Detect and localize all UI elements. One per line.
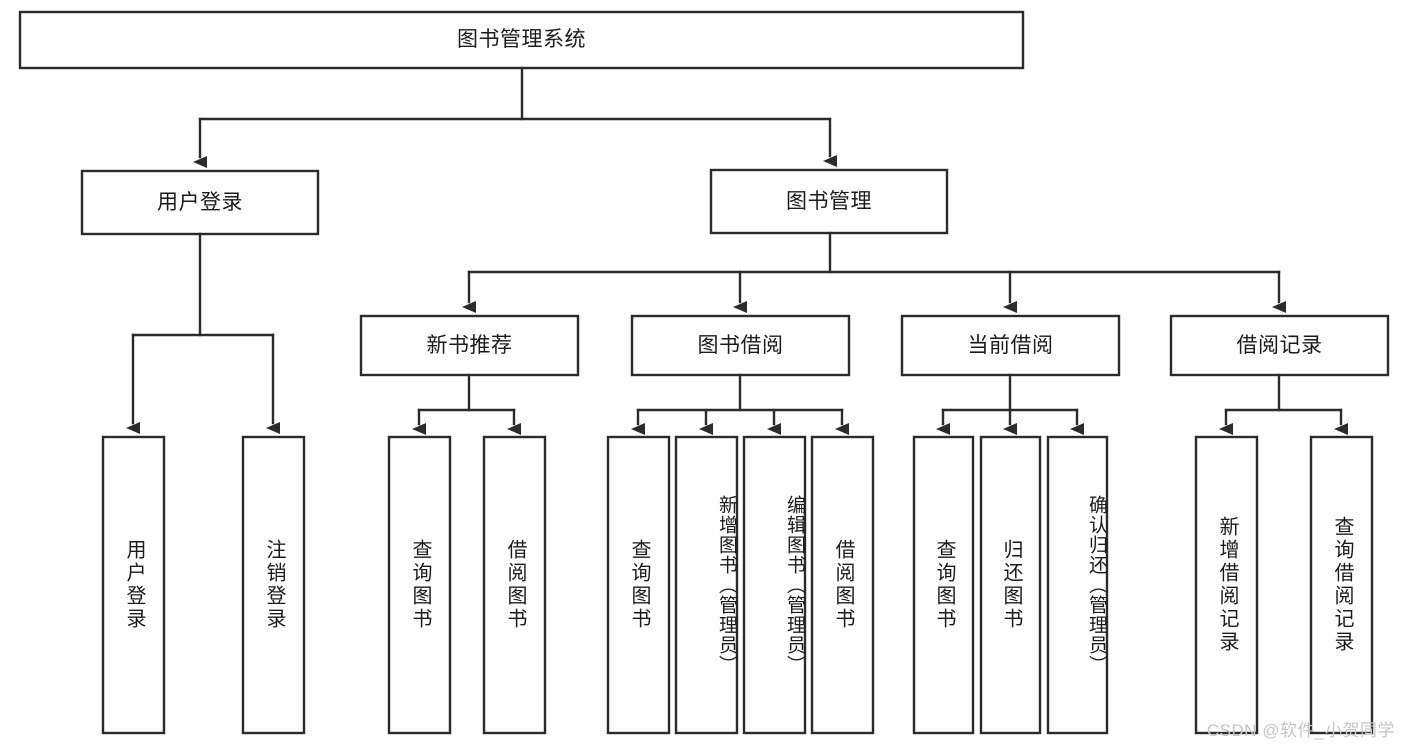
leaf-box-br-add-book[interactable]	[674, 435, 739, 735]
leaf-box-cb-query-book[interactable]	[912, 435, 975, 735]
node-box-book-manage[interactable]	[709, 168, 949, 235]
leaf-box-rec-query[interactable]	[1309, 435, 1374, 735]
node-box-new-book-recommend[interactable]	[359, 314, 580, 377]
leaf-box-user-login[interactable]	[101, 435, 166, 735]
leaf-box-cb-confirm-return[interactable]	[1046, 435, 1109, 735]
node-box-root[interactable]	[18, 10, 1025, 70]
leaf-box-cb-return-book[interactable]	[979, 435, 1042, 735]
leaf-box-rec-borrow-book[interactable]	[482, 435, 547, 735]
csdn-watermark: CSDN @软件_小贺同学	[1206, 721, 1395, 740]
node-box-book-borrow[interactable]	[630, 314, 851, 377]
leaf-box-br-query-book[interactable]	[606, 435, 671, 735]
node-box-user-login[interactable]	[80, 169, 320, 236]
leaf-box-logout[interactable]	[241, 435, 306, 735]
leaf-box-br-borrow-book[interactable]	[810, 435, 875, 735]
leaf-box-rec-add[interactable]	[1194, 435, 1259, 735]
node-box-current-borrow[interactable]	[900, 314, 1121, 377]
node-box-borrow-record[interactable]	[1169, 314, 1390, 377]
leaf-box-br-edit-book[interactable]	[742, 435, 807, 735]
leaf-box-rec-query-book[interactable]	[387, 435, 452, 735]
